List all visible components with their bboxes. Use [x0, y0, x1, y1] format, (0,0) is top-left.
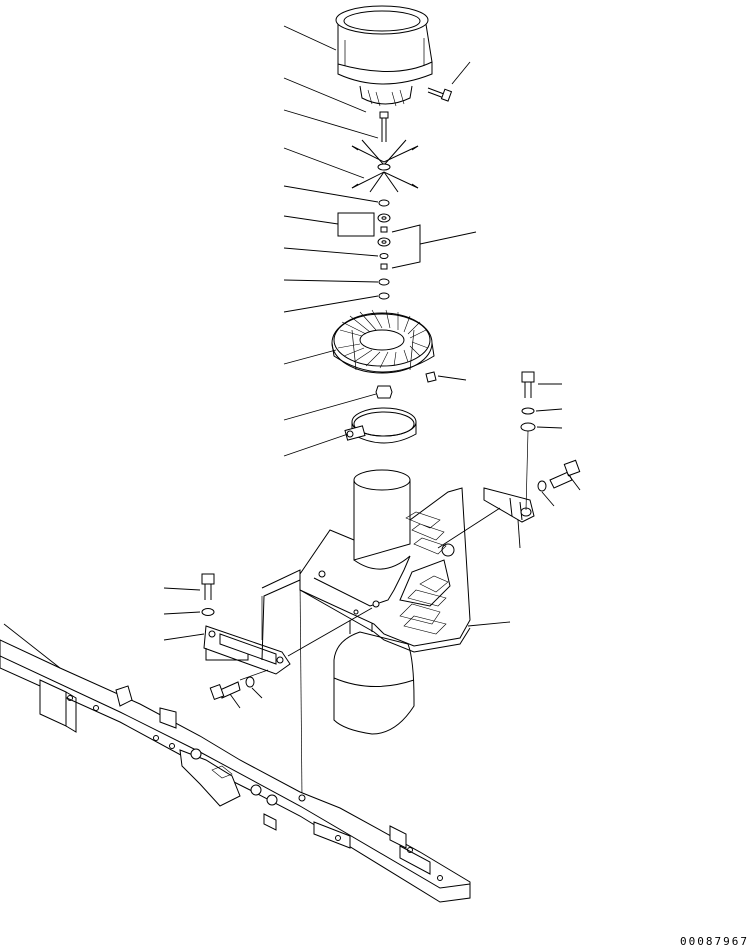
intake-pipe [333, 469, 415, 735]
fan-impeller [331, 309, 435, 374]
hose-clamp [344, 407, 417, 444]
alignment-line [299, 579, 303, 799]
bracket-washers-right [520, 407, 563, 511]
leader-lines [3, 25, 379, 669]
center-bolt [379, 111, 389, 142]
air-cleaner-cap [335, 5, 433, 107]
bracket-washer-left [163, 608, 215, 616]
side-screw [425, 371, 467, 383]
deflector-vanes [351, 139, 419, 193]
bracket-bolt-left [163, 573, 215, 600]
drawing-number: 00087967 [680, 935, 749, 948]
frame-rail [0, 639, 471, 903]
washer-stack [377, 199, 391, 300]
nut-set-brackets [337, 212, 477, 269]
stay-bolt-right [437, 459, 581, 549]
bracket-bolt-right [521, 371, 562, 398]
impeller-nut [375, 385, 393, 399]
stay-right [483, 487, 535, 549]
mounting-bracket [299, 487, 511, 653]
cap-bolt [427, 61, 471, 102]
plate-bolt-left [209, 669, 269, 709]
